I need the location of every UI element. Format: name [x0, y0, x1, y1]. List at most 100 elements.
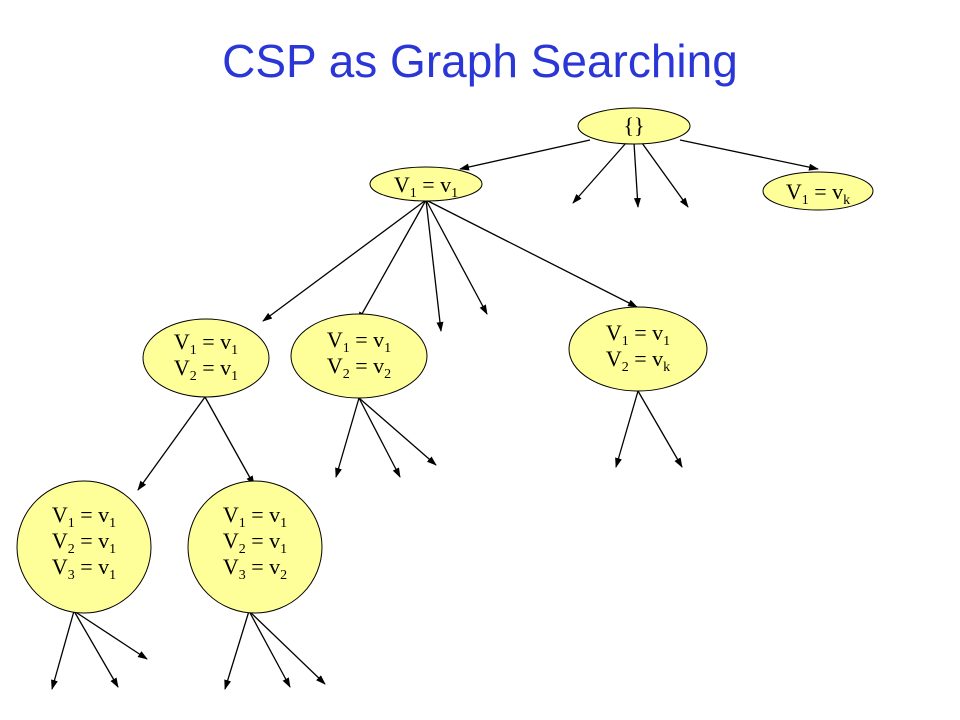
- label-text: V: [52, 528, 68, 553]
- subscript: 1: [343, 341, 350, 356]
- subscript: 1: [410, 186, 417, 201]
- node-root-label: {}: [623, 113, 644, 138]
- label-text: = v: [246, 554, 280, 579]
- node-v1-v1-ellipse: [369, 166, 483, 202]
- edge-v1-to-v2-v2: [357, 199, 427, 322]
- subscript: 1: [109, 568, 116, 583]
- node-root-ellipse: [577, 107, 691, 145]
- edge-v2v1-to-v3v1: [137, 396, 206, 491]
- label-text: = v: [246, 528, 280, 553]
- subscript: 2: [280, 568, 287, 583]
- subscript: 1: [68, 516, 75, 531]
- label-text: = v: [75, 528, 109, 553]
- label-text: = v: [809, 179, 843, 204]
- edges: [51, 139, 819, 690]
- subscript: 2: [384, 367, 391, 382]
- edge-v2v2-partial-2: [358, 397, 401, 478]
- label-text: V: [327, 327, 343, 352]
- node-v2-v1-ellipse: [142, 318, 270, 398]
- edge-v3v1-partial-3: [73, 610, 148, 660]
- label-text: V: [394, 172, 410, 197]
- label-text: = v: [75, 554, 109, 579]
- node-v3-v1-ellipse: [16, 480, 152, 614]
- edge-root-to-v1-vk: [679, 139, 819, 171]
- label-text: V: [606, 320, 622, 345]
- edge-v3v1-partial-2: [73, 610, 119, 688]
- node-v2-v2-ellipse: [290, 313, 428, 399]
- subscript: 1: [280, 516, 287, 531]
- label-text: = v: [417, 172, 451, 197]
- subscript: 1: [280, 542, 287, 557]
- edge-root-partial-2: [633, 142, 641, 208]
- node-v1-vk-ellipse: [762, 171, 874, 211]
- label-text: = v: [350, 327, 384, 352]
- label-text: = v: [246, 502, 280, 527]
- edge-v2vk-partial-2: [637, 390, 683, 468]
- edge-v1-partial-2: [425, 199, 488, 315]
- edge-v2v2-partial-3: [358, 397, 437, 466]
- edge-v1-partial-1: [425, 199, 444, 332]
- node-v1-vk: V1 = vk: [762, 171, 874, 211]
- subscript: 1: [109, 516, 116, 531]
- label-text: V: [174, 329, 190, 354]
- edge-root-partial-1: [572, 142, 627, 204]
- edge-v1-to-v2-v1: [262, 199, 427, 322]
- subscript: 1: [802, 193, 809, 208]
- subscript: 1: [190, 343, 197, 358]
- label-text: V: [223, 528, 239, 553]
- edge-v3v2-partial-3: [248, 610, 326, 685]
- subscript: 2: [190, 369, 197, 384]
- subscript: 2: [343, 367, 350, 382]
- subscript: 1: [109, 542, 116, 557]
- node-v2-vk-ellipse: [568, 306, 708, 392]
- subscript: k: [663, 360, 670, 375]
- node-v3-v2-ellipse: [187, 480, 323, 614]
- label-text: V: [327, 353, 343, 378]
- label-text: V: [52, 554, 68, 579]
- label-text: V: [606, 346, 622, 371]
- label-text: = v: [350, 353, 384, 378]
- label-text: V: [223, 502, 239, 527]
- edge-v2vk-partial-1: [615, 390, 639, 468]
- label-text: = v: [75, 502, 109, 527]
- subscript: 1: [451, 186, 458, 201]
- subscript: 2: [239, 542, 246, 557]
- node-v1-vk-label: V1 = vk: [786, 179, 850, 208]
- label-text: V: [174, 355, 190, 380]
- slide-title: CSP as Graph Searching: [222, 35, 738, 87]
- label-text: = v: [629, 320, 663, 345]
- subscript: 3: [68, 568, 75, 583]
- edge-v3v2-partial-1: [224, 610, 250, 690]
- subscript: 2: [68, 542, 75, 557]
- edge-v3v2-partial-2: [248, 610, 291, 688]
- label-text: V: [52, 502, 68, 527]
- edge-root-partial-3: [641, 142, 689, 208]
- edge-root-to-v1-v1: [459, 139, 591, 171]
- subscript: 1: [663, 334, 670, 349]
- edge-v2v2-partial-1: [335, 397, 360, 478]
- node-root: {}: [577, 107, 691, 145]
- label-text: = v: [197, 355, 231, 380]
- subscript: 1: [622, 334, 629, 349]
- subscript: 1: [384, 341, 391, 356]
- subscript: 1: [239, 516, 246, 531]
- subscript: k: [843, 193, 850, 208]
- subscript: 1: [231, 343, 238, 358]
- label-text: V: [786, 179, 802, 204]
- edge-v3v1-partial-1: [51, 610, 75, 690]
- node-v1-v1: V1 = v1: [369, 166, 483, 202]
- subscript: 2: [622, 360, 629, 375]
- edge-v1-to-v2-vk: [425, 199, 638, 308]
- label-text: = v: [197, 329, 231, 354]
